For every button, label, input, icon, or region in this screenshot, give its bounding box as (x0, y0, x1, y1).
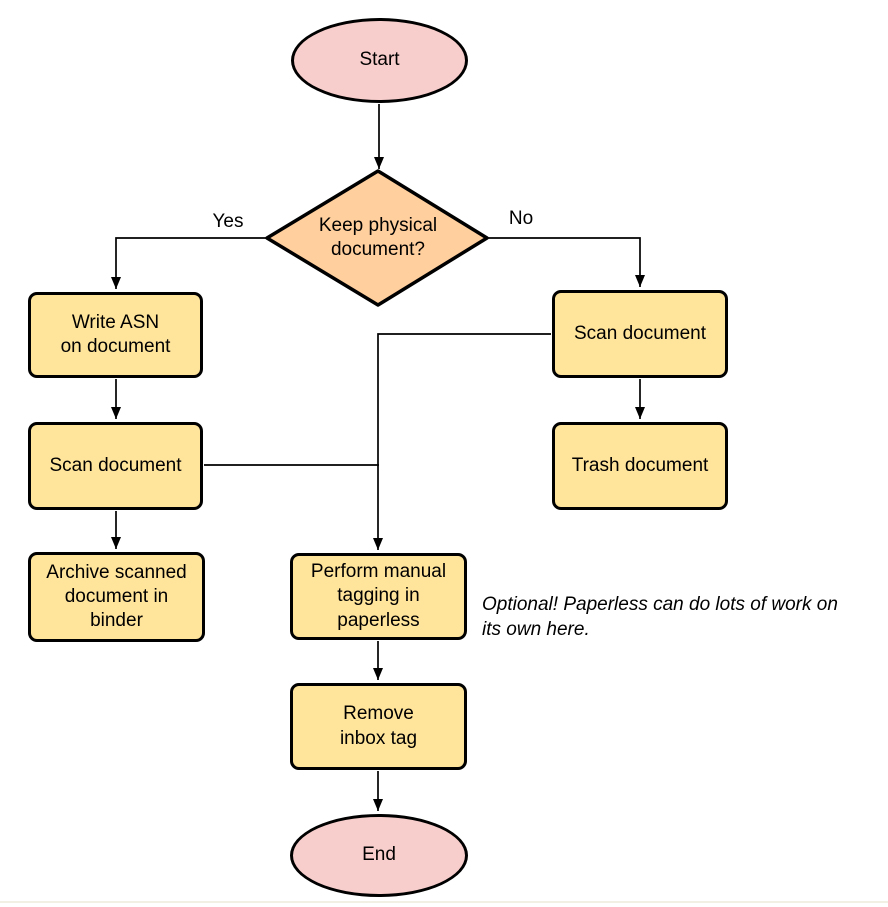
decision-node: Keep physical document? (277, 196, 479, 280)
manual-tagging-node: Perform manual tagging in paperless (290, 553, 467, 640)
scan-document-right-node: Scan document (552, 290, 728, 378)
page-bottom-divider (0, 901, 888, 903)
manual-tagging-node-label: Perform manual tagging in paperless (310, 561, 447, 631)
start-node: Start (291, 18, 468, 103)
decision-diamond-shape (265, 169, 489, 307)
scan-document-left-node: Scan document (28, 422, 203, 510)
yes-branch-label: Yes (212, 211, 244, 232)
edge-yes-to-write-asn (111, 237, 267, 289)
optional-note: Optional! Paperless can do lots of work … (482, 594, 838, 641)
archive-document-node-label: Archive scanned document in binder (46, 561, 187, 632)
trash-document-node: Trash document (552, 422, 728, 510)
archive-document-node: Archive scanned document in binder (28, 552, 205, 642)
scan-document-left-node-label: Scan document (49, 454, 182, 476)
scan-document-right-node-label: Scan document (573, 322, 707, 344)
edge-no-to-scan-right (487, 237, 645, 287)
no-branch-label: No (508, 208, 534, 229)
write-asn-node-label: Write ASN on document (60, 311, 171, 357)
remove-inbox-tag-node-label: Remove inbox tag (339, 703, 418, 749)
end-node-label: End (362, 844, 396, 866)
write-asn-node: Write ASN on document (28, 292, 203, 378)
decision-node-label: Keep physical document? (318, 214, 438, 260)
end-node: End (290, 814, 468, 897)
edge-scan-right-to-tagging (373, 333, 551, 550)
trash-document-node-label: Trash document (571, 454, 709, 476)
start-node-label: Start (359, 49, 400, 71)
remove-inbox-tag-node: Remove inbox tag (290, 683, 467, 770)
